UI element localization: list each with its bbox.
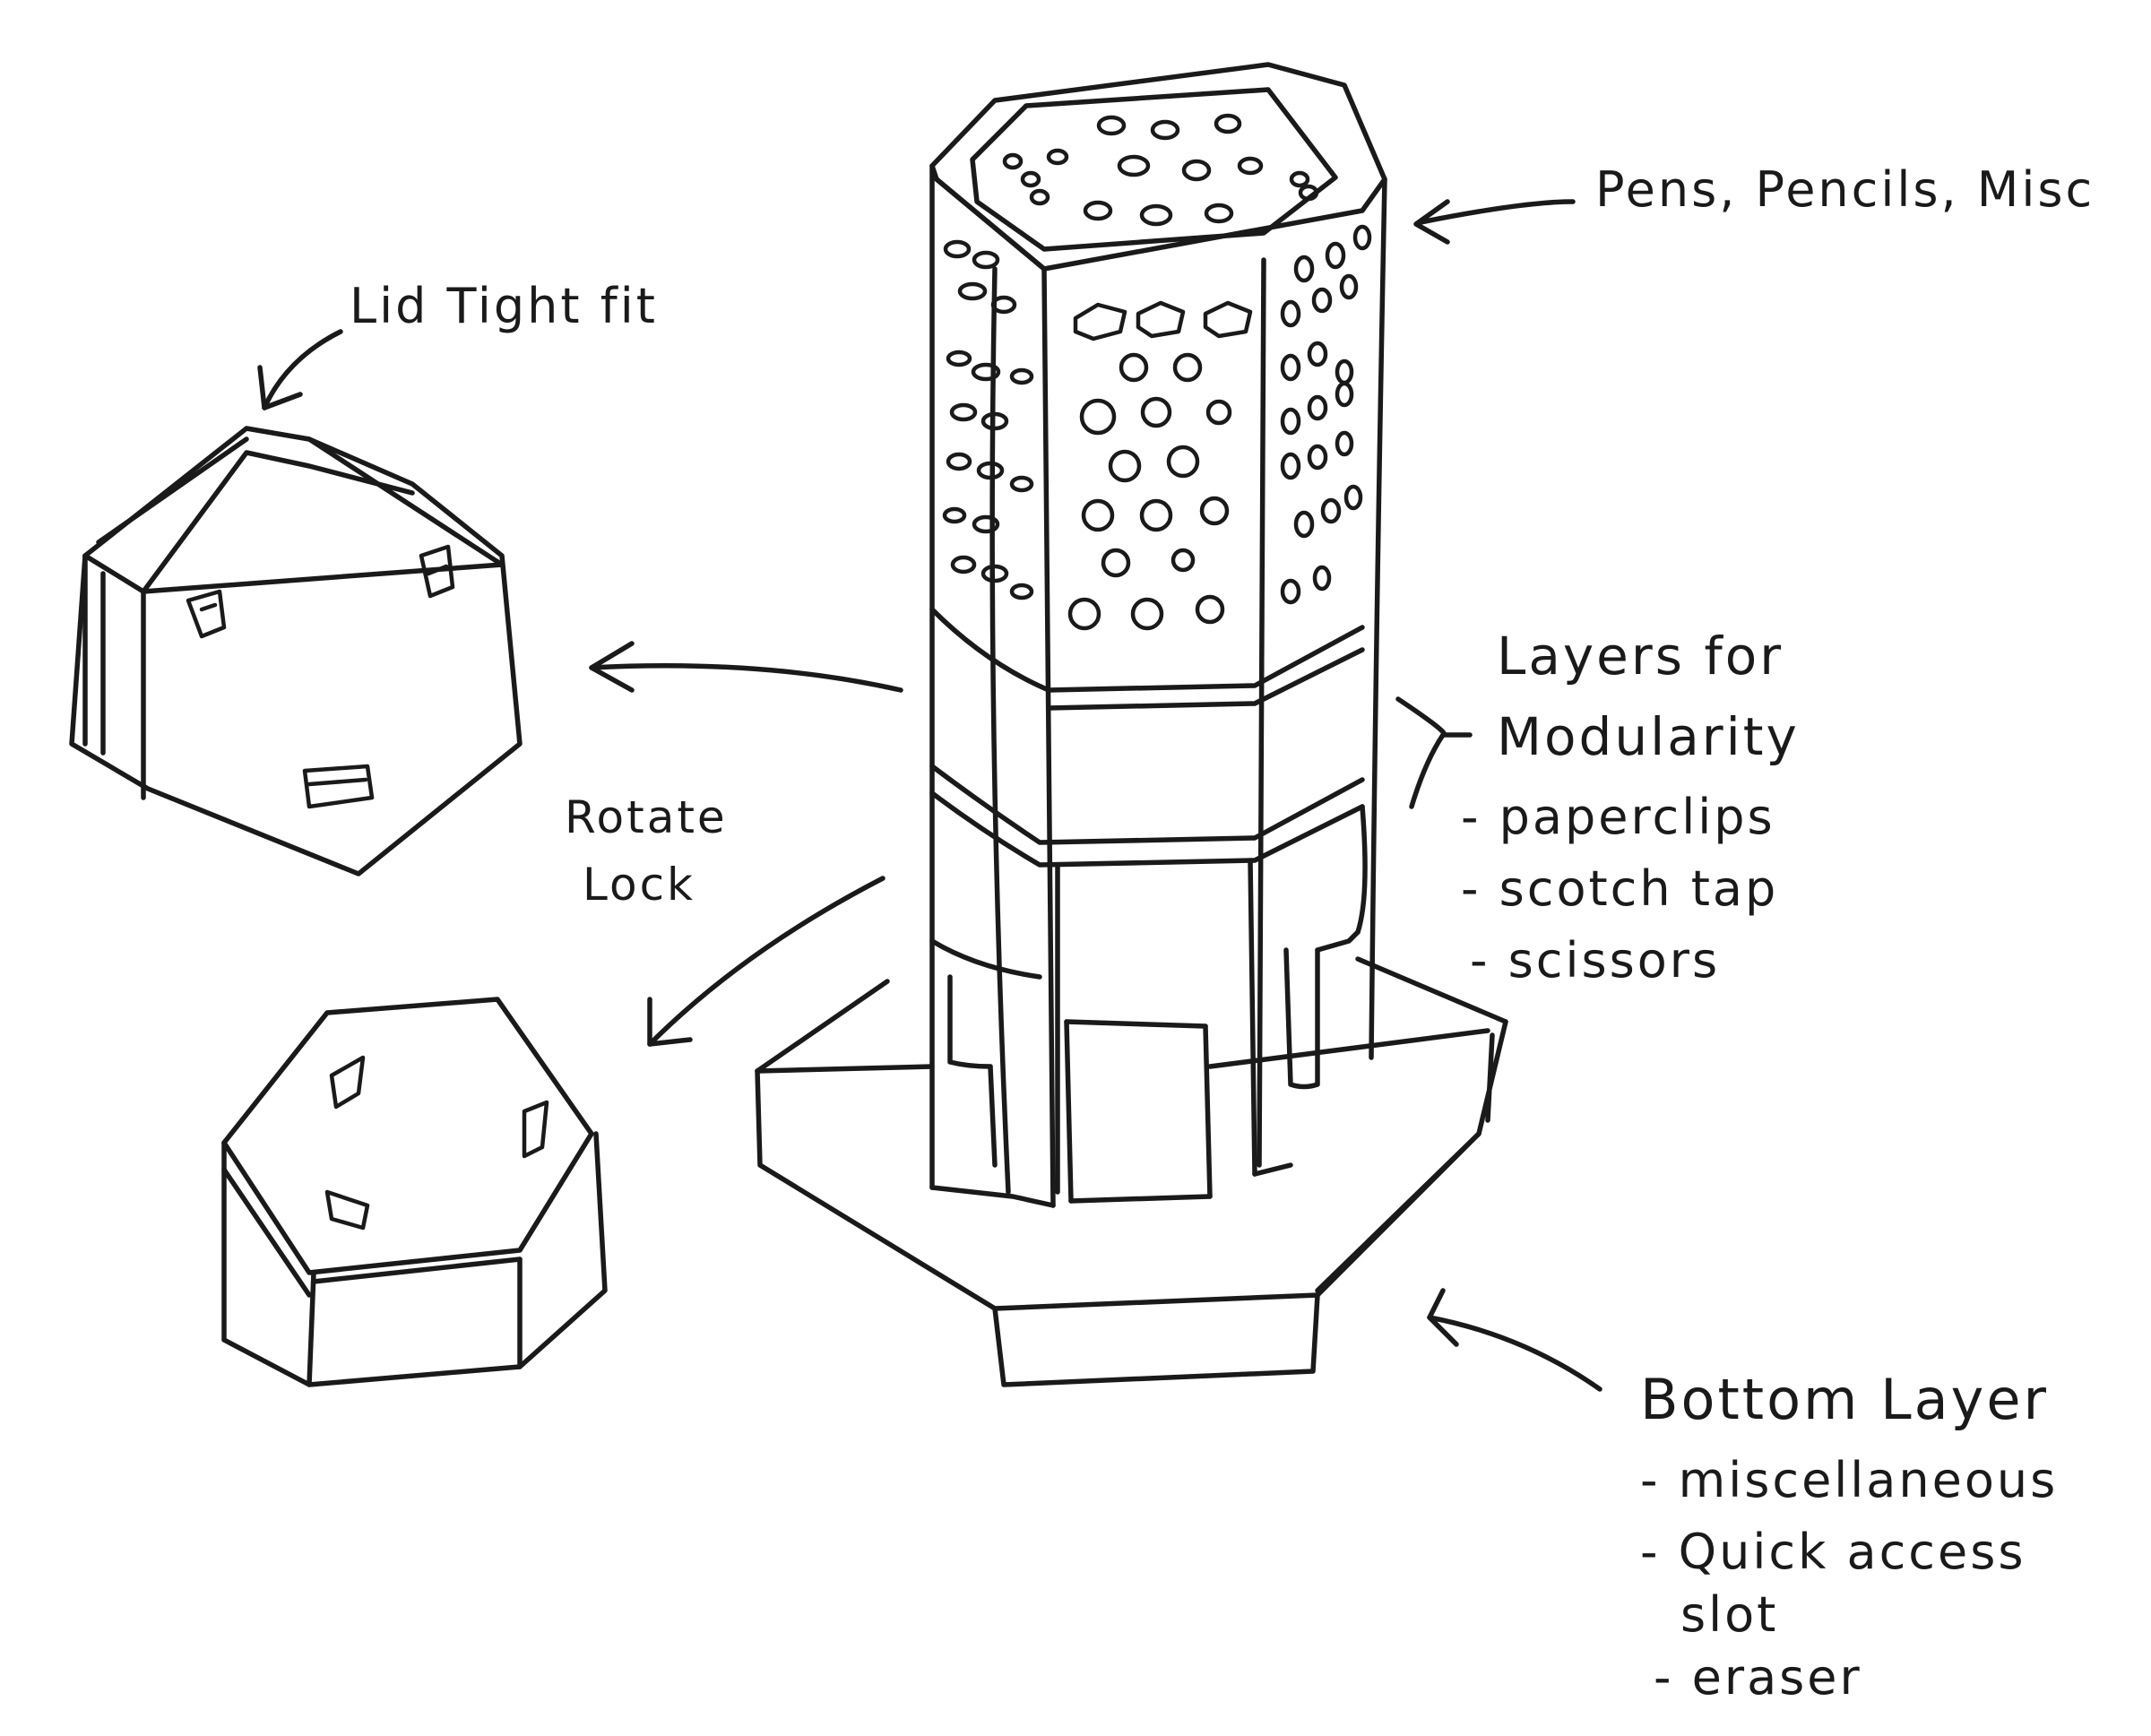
layers-item: - scissors [1470,932,1721,989]
annotation-arrows [257,199,1602,1392]
layers-item: - paperclips [1461,789,1775,845]
bottom-layer-item: - eraser [1654,1649,1862,1706]
rotate-label-line2: Lock [583,859,696,911]
bottom-layer-item: slot [1680,1586,1779,1643]
layers-title-line1: Layers for [1497,626,1784,687]
base-plate [755,956,1508,1387]
layers-title-line2: Modularity [1497,706,1800,767]
tower-holes [942,113,1372,631]
bottom-layer-item: - Quick access [1640,1524,2026,1580]
layer-drawing [221,997,608,1387]
lid-drawing [69,426,523,877]
rotate-label-line1: Rotate [565,791,728,843]
layers-item: - scotch tap [1461,860,1779,917]
bottom-layer-title: Bottom Layer [1640,1367,2049,1432]
pens-label: Pens, Pencils, Misc [1595,161,2095,218]
bottom-layer-item: - miscellaneous [1640,1452,2059,1508]
pencil-tower [929,62,1387,1208]
lid-label: Lid Tight fit [350,278,658,334]
